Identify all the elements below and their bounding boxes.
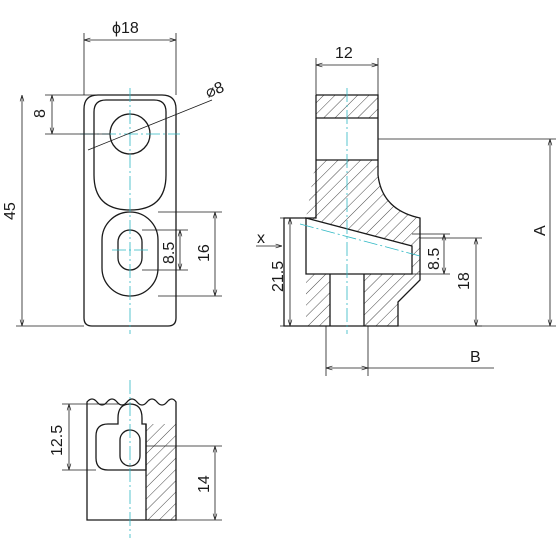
detail-hatch bbox=[146, 424, 176, 520]
front-view: ϕ18 ⌀8 8 45 8.5 16 bbox=[2, 20, 227, 334]
detail-pocket bbox=[95, 403, 147, 471]
dim-12-5-label: 12.5 bbox=[49, 425, 66, 456]
side-view-taper-axis bbox=[299, 223, 421, 257]
dim-8-label: 8 bbox=[32, 109, 49, 118]
side-view-outline bbox=[283, 94, 421, 327]
dim-x-label: x bbox=[257, 230, 265, 247]
dim-A-label: A bbox=[532, 225, 549, 236]
detail-outline bbox=[86, 398, 177, 521]
dim-45-label: 45 bbox=[2, 202, 19, 220]
dim-hole-leader bbox=[87, 99, 213, 151]
dim-14-label: 14 bbox=[196, 475, 213, 493]
bottom-detail-view: 12.5 14 bbox=[49, 380, 222, 538]
section-hatch-bottom-left bbox=[306, 274, 330, 326]
dim-8-5-side-label: 8.5 bbox=[426, 248, 443, 270]
dim-phi18-label: ϕ18 bbox=[112, 20, 139, 37]
side-section-view: 12 x 21.5 8.5 18 A B bbox=[256, 45, 556, 376]
dim-8-5-front-label: 8.5 bbox=[161, 242, 178, 264]
dim-21-5-label: 21.5 bbox=[270, 261, 287, 292]
front-view-body-outline bbox=[83, 94, 177, 327]
dim-hole-label: ⌀8 bbox=[203, 79, 227, 102]
dim-16-label: 16 bbox=[196, 244, 213, 262]
dim-18-label: 18 bbox=[456, 272, 473, 290]
dim-B-label: B bbox=[470, 349, 481, 366]
dim-12-label: 12 bbox=[335, 45, 353, 62]
